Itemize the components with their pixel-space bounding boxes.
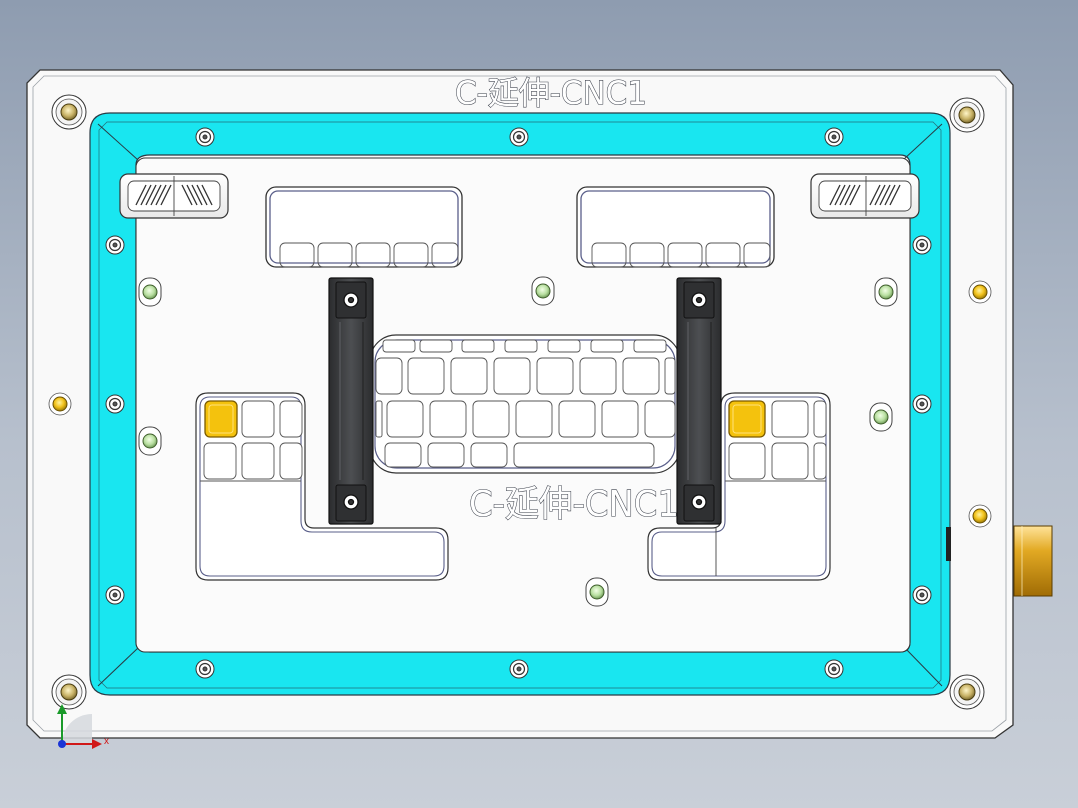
corner-bushings bbox=[51, 94, 985, 710]
yellow-pad-left bbox=[204, 400, 238, 438]
green-locators bbox=[138, 276, 898, 607]
frame-screws bbox=[105, 127, 932, 679]
center-pocket bbox=[369, 334, 681, 474]
coordinate-triad: x bbox=[57, 704, 109, 749]
grip-slot-right bbox=[810, 173, 920, 219]
base-plate-bevel bbox=[32, 75, 1007, 732]
side-rod bbox=[1013, 525, 1053, 597]
right-l-pocket bbox=[647, 392, 831, 581]
triad-x-label: x bbox=[104, 736, 109, 747]
grip-slot-left bbox=[119, 173, 229, 219]
cyan-frame-inner-edge bbox=[98, 121, 942, 689]
top-pocket-left bbox=[265, 186, 463, 268]
handle-right bbox=[676, 277, 722, 525]
yellow-pad-right bbox=[728, 400, 766, 438]
top-pocket-right bbox=[576, 186, 775, 268]
top-engraving: C-延伸-CNC1 bbox=[455, 74, 647, 112]
yellow-pins bbox=[48, 280, 992, 528]
left-l-pocket bbox=[195, 392, 449, 581]
side-tab bbox=[946, 527, 951, 561]
handle-left bbox=[328, 277, 374, 525]
center-engraving: C-延伸-CNC1 bbox=[469, 484, 679, 525]
handle-screws bbox=[343, 292, 707, 510]
